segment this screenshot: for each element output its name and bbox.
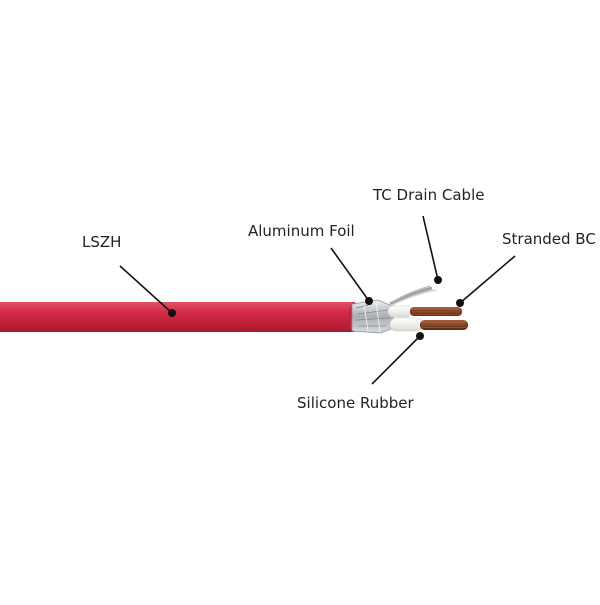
lszh-jacket <box>0 302 359 332</box>
leader-stranded-bc <box>456 255 516 307</box>
leader-aluminum-foil <box>330 247 373 305</box>
upper-conductor <box>387 305 462 318</box>
leader-lszh <box>119 265 176 317</box>
leader-tc-drain-cable <box>422 215 442 284</box>
leader-silicone-rubber <box>371 332 424 385</box>
tc-drain-wire <box>389 285 437 307</box>
label-stranded-bc: Stranded BC <box>502 230 596 248</box>
label-silicone-rubber: Silicone Rubber <box>297 394 414 412</box>
label-tc-drain-cable: TC Drain Cable <box>373 186 485 204</box>
aluminum-foil-shield <box>351 299 395 334</box>
lower-conductor <box>389 317 468 332</box>
label-aluminum-foil: Aluminum Foil <box>248 222 355 240</box>
label-lszh: LSZH <box>82 233 122 251</box>
